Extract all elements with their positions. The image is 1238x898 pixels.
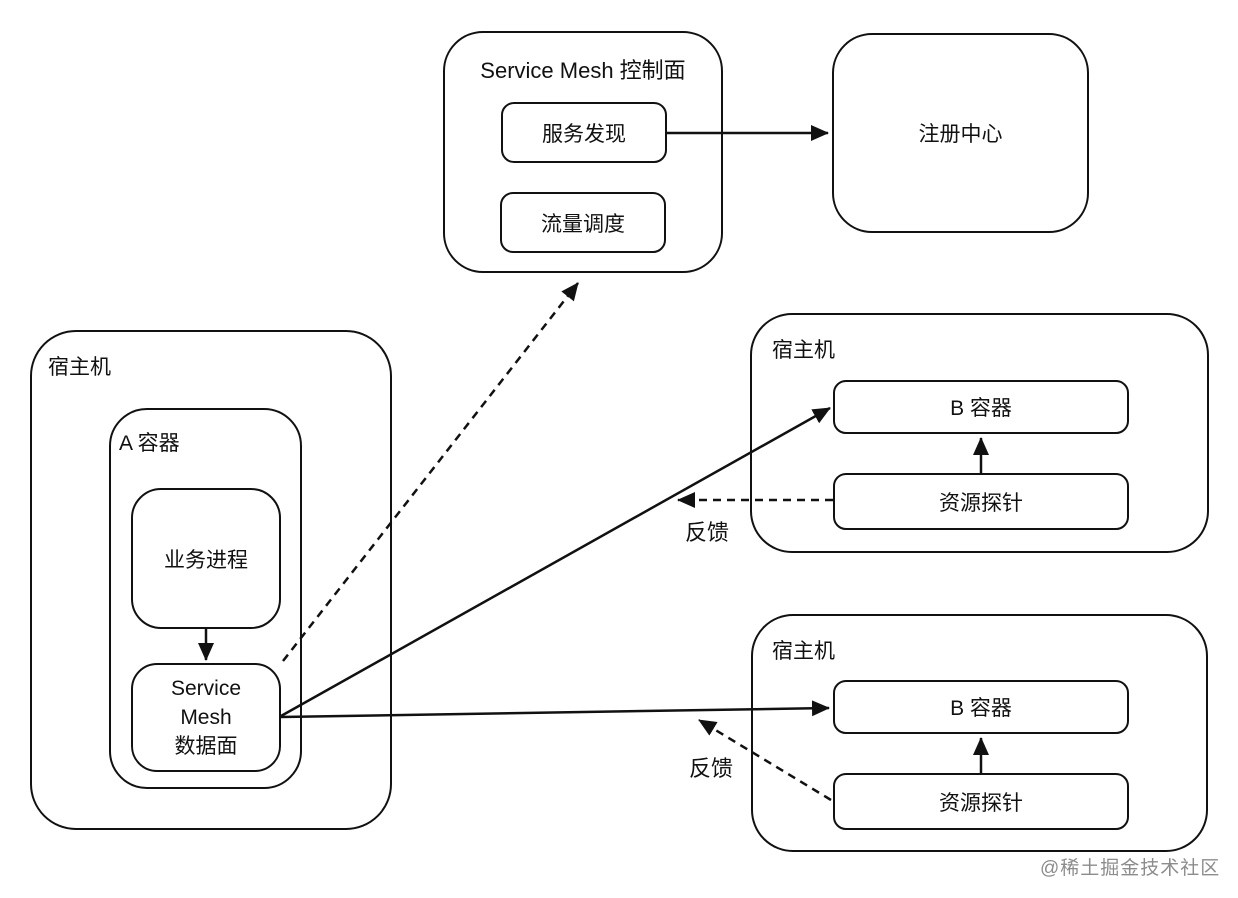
service-discovery-node: 服务发现: [501, 102, 667, 163]
data-plane-label: Service Mesh 数据面: [170, 677, 242, 758]
control-plane-title: Service Mesh 控制面: [480, 58, 686, 83]
business-process-node: 业务进程: [131, 488, 281, 629]
host-b1-probe-label: 资源探针: [939, 491, 1023, 515]
traffic-scheduling-node: 流量调度: [500, 192, 666, 253]
host-b1-container-b-label: B 容器: [950, 397, 1012, 420]
host-b1-probe-node: 资源探针: [833, 473, 1129, 530]
host-b2-probe-label: 资源探针: [939, 791, 1023, 815]
host-b1-feedback-label: 反馈: [684, 520, 729, 545]
host-b2-feedback-label: 反馈: [688, 756, 733, 781]
host-b1-container-b-node: B 容器: [833, 380, 1129, 434]
watermark: @稀土掘金技术社区: [1040, 858, 1221, 879]
data-plane-node: Service Mesh 数据面: [131, 663, 281, 772]
business-process-label: 业务进程: [164, 548, 248, 572]
host-b2-container-b-node: B 容器: [833, 680, 1129, 734]
host-b2-probe-node: 资源探针: [833, 773, 1129, 830]
registry-label: 注册中心: [918, 123, 1003, 146]
host-b1-label: 宿主机: [772, 339, 835, 362]
traffic-scheduling-label: 流量调度: [541, 212, 625, 236]
host-a-label: 宿主机: [48, 356, 111, 379]
host-b2-label: 宿主机: [772, 640, 835, 663]
service-discovery-label: 服务发现: [542, 122, 626, 146]
container-a-label: A 容器: [119, 432, 180, 455]
registry-box: 注册中心: [832, 33, 1089, 233]
host-b2-container-b-label: B 容器: [950, 697, 1012, 720]
